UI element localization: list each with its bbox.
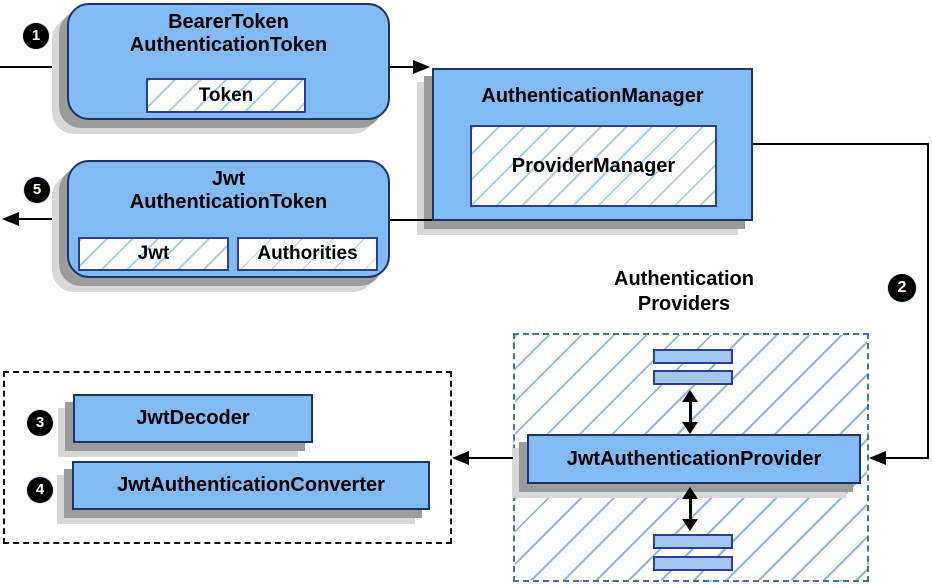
provider-placeholder-bar bbox=[653, 534, 733, 549]
authentication-manager-title: AuthenticationManager bbox=[481, 85, 704, 107]
connector-bearer-to-manager bbox=[390, 66, 416, 68]
authentication-providers-label: Authentication Providers bbox=[614, 268, 754, 315]
connector-jwt-token-out bbox=[16, 218, 68, 220]
jwt-authentication-provider-node: JwtAuthenticationProvider bbox=[527, 434, 861, 484]
connector-manager-to-provider-top bbox=[753, 143, 929, 145]
connector-manager-to-jwt-token bbox=[390, 219, 432, 221]
connector-provider-to-decoder bbox=[466, 457, 513, 459]
step-4-badge: 4 bbox=[27, 477, 53, 503]
provider-placeholder-bar bbox=[653, 556, 733, 571]
provider-manager-chip: ProviderManager bbox=[470, 125, 717, 207]
connector-manager-to-provider-bottom bbox=[884, 457, 929, 459]
jwt-decoder-node: JwtDecoder bbox=[73, 394, 313, 443]
provider-placeholder-bar bbox=[653, 370, 733, 385]
jwt-decoder-group: 3 JwtDecoder 4 JwtAuthenticationConverte… bbox=[3, 371, 452, 544]
jwt-authentication-token-node: Jwt AuthenticationToken Jwt Authorities bbox=[67, 160, 390, 278]
step-2-badge: 2 bbox=[888, 274, 916, 302]
step-3-badge: 3 bbox=[27, 410, 53, 436]
bearer-token-node-title: BearerToken AuthenticationToken bbox=[129, 11, 328, 56]
step-5-badge: 5 bbox=[24, 177, 50, 203]
connector-manager-to-provider-vertical bbox=[927, 143, 929, 459]
arrowhead-left-into-providers-icon bbox=[869, 451, 886, 465]
authentication-providers-group: JwtAuthenticationProvider bbox=[513, 333, 869, 582]
jwt-token-node-title: Jwt AuthenticationToken bbox=[129, 168, 328, 213]
step-1-badge: 1 bbox=[23, 23, 49, 49]
arrowhead-left-into-decoder-icon bbox=[452, 451, 469, 465]
double-arrow-icon bbox=[682, 487, 698, 531]
jwt-chip: Jwt bbox=[78, 237, 229, 271]
authentication-manager-node: AuthenticationManager ProviderManager bbox=[432, 68, 753, 221]
arrowhead-left-icon bbox=[2, 212, 19, 226]
token-chip: Token bbox=[146, 78, 306, 113]
arrowhead-right-icon bbox=[413, 60, 430, 74]
bearer-token-authentication-token-node: BearerToken AuthenticationToken Token bbox=[67, 3, 390, 120]
connector-incoming-request bbox=[0, 66, 67, 68]
jwt-authentication-converter-node: JwtAuthenticationConverter bbox=[72, 461, 430, 510]
provider-placeholder-bar bbox=[653, 349, 733, 364]
authorities-chip: Authorities bbox=[237, 237, 378, 271]
double-arrow-icon bbox=[682, 390, 698, 434]
